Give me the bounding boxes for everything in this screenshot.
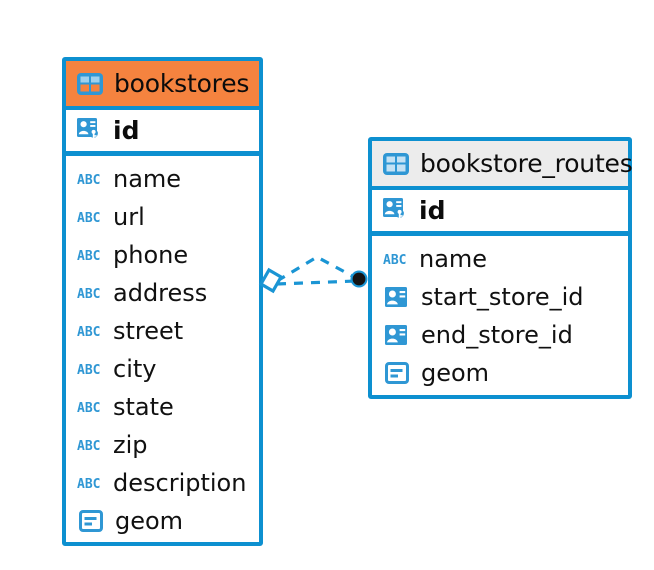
field-row[interactable]: ABC url [66, 198, 259, 236]
relationship-line-upper [276, 255, 357, 283]
field-label: phone [113, 241, 189, 269]
svg-text:ABC: ABC [77, 287, 100, 301]
entity-header-bookstore-routes[interactable]: bookstore_routes [372, 141, 633, 190]
field-label: city [113, 355, 157, 383]
abc-text-icon: ABC [76, 166, 104, 192]
primary-key-label: id [113, 116, 140, 145]
field-row[interactable]: ABC phone [66, 236, 259, 274]
primary-key-label: id [419, 196, 446, 225]
abc-text-icon: ABC [76, 242, 104, 268]
primary-key-row[interactable]: id [66, 110, 259, 156]
filled-circle-marker [350, 270, 368, 288]
field-row[interactable]: ABC state [66, 388, 259, 426]
field-label: zip [113, 431, 148, 459]
svg-text:ABC: ABC [77, 477, 100, 491]
abc-text-icon: ABC [76, 394, 104, 420]
field-label: geom [115, 507, 184, 535]
field-list: ABC name start_store_id [372, 236, 628, 392]
svg-text:ABC: ABC [77, 211, 100, 225]
foreign-key-icon [382, 282, 412, 312]
field-row[interactable]: geom [66, 502, 259, 540]
geometry-icon [382, 358, 412, 388]
svg-text:ABC: ABC [77, 325, 100, 339]
svg-text:ABC: ABC [77, 173, 100, 187]
svg-text:ABC: ABC [77, 363, 100, 377]
svg-text:ABC: ABC [77, 249, 100, 263]
field-label: geom [421, 359, 490, 387]
field-label: state [113, 393, 174, 421]
svg-text:ABC: ABC [77, 439, 100, 453]
field-row[interactable]: ABC city [66, 350, 259, 388]
field-label: name [419, 245, 488, 273]
field-row[interactable]: start_store_id [372, 278, 628, 316]
entity-bookstore-routes[interactable]: bookstore_routes id [368, 137, 633, 399]
abc-text-icon: ABC [382, 246, 410, 272]
field-list: ABC name ABC url ABC pho [66, 156, 259, 540]
entity-title: bookstore_routes [420, 149, 633, 178]
geometry-icon [76, 506, 106, 536]
field-label: end_store_id [421, 321, 573, 349]
field-label: start_store_id [421, 283, 584, 311]
field-row[interactable]: end_store_id [372, 316, 628, 354]
field-row[interactable]: ABC name [372, 240, 628, 278]
primary-key-row[interactable]: id [372, 190, 628, 236]
field-row[interactable]: ABC street [66, 312, 259, 350]
field-row[interactable]: ABC zip [66, 426, 259, 464]
abc-text-icon: ABC [76, 356, 104, 382]
field-row[interactable]: geom [372, 354, 628, 392]
svg-text:ABC: ABC [77, 401, 100, 415]
field-label: url [113, 203, 145, 231]
entity-bookstores[interactable]: bookstores id [62, 57, 263, 546]
foreign-key-icon [382, 320, 412, 350]
entity-title: bookstores [114, 69, 250, 98]
abc-text-icon: ABC [76, 318, 104, 344]
abc-text-icon: ABC [76, 432, 104, 458]
diamond-marker [258, 267, 284, 294]
field-label: address [113, 279, 208, 307]
abc-text-icon: ABC [76, 280, 104, 306]
table-icon [381, 149, 411, 179]
relationship-connector[interactable] [255, 248, 385, 310]
field-row[interactable]: ABC name [66, 160, 259, 198]
table-icon [75, 69, 105, 99]
primary-key-icon [381, 196, 411, 226]
field-label: street [113, 317, 184, 345]
primary-key-icon [75, 116, 105, 146]
svg-text:ABC: ABC [383, 253, 406, 267]
field-row[interactable]: ABC address [66, 274, 259, 312]
field-label: description [113, 469, 247, 497]
abc-text-icon: ABC [76, 470, 104, 496]
relationship-line-lower [276, 279, 357, 286]
field-label: name [113, 165, 182, 193]
field-row[interactable]: ABC description [66, 464, 259, 502]
entity-header-bookstores[interactable]: bookstores [66, 61, 259, 110]
abc-text-icon: ABC [76, 204, 104, 230]
